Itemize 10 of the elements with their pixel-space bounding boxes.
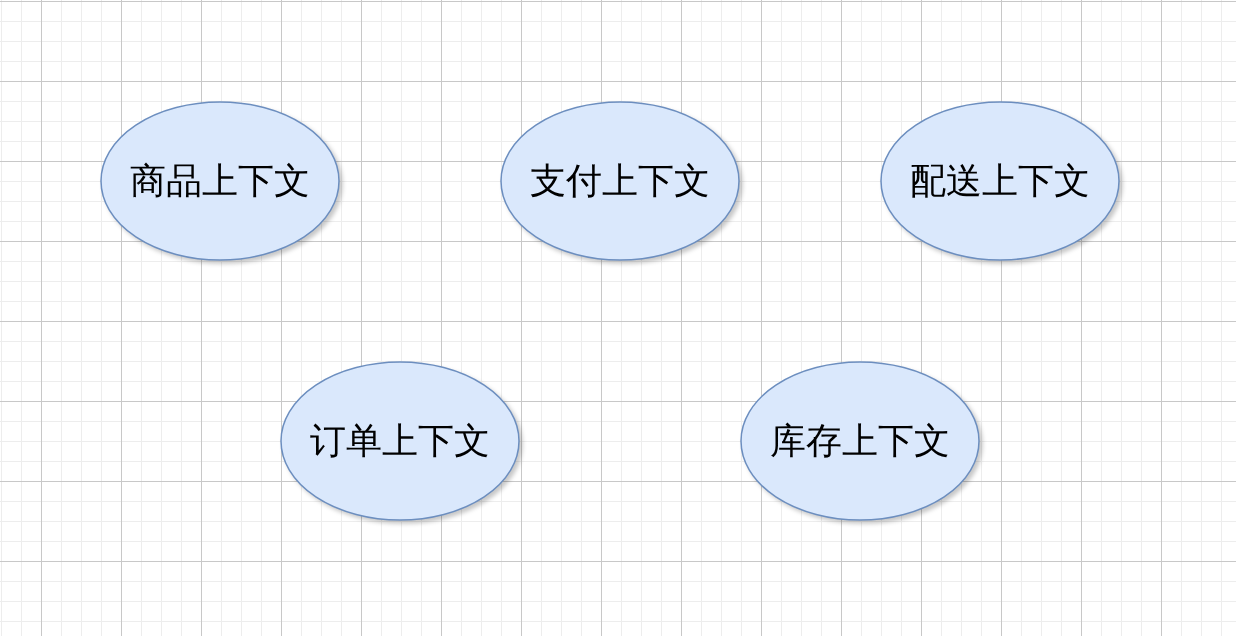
context-ellipse — [500, 101, 740, 261]
context-ellipse — [100, 101, 340, 261]
context-label: 支付上下文 — [530, 159, 710, 203]
context-label: 配送上下文 — [910, 159, 1090, 203]
context-label: 商品上下文 — [130, 159, 310, 203]
context-ellipse — [280, 361, 520, 521]
context-ellipse — [880, 101, 1120, 261]
context-ellipse — [740, 361, 980, 521]
context-label: 订单上下文 — [310, 419, 490, 463]
context-label: 库存上下文 — [770, 419, 950, 463]
